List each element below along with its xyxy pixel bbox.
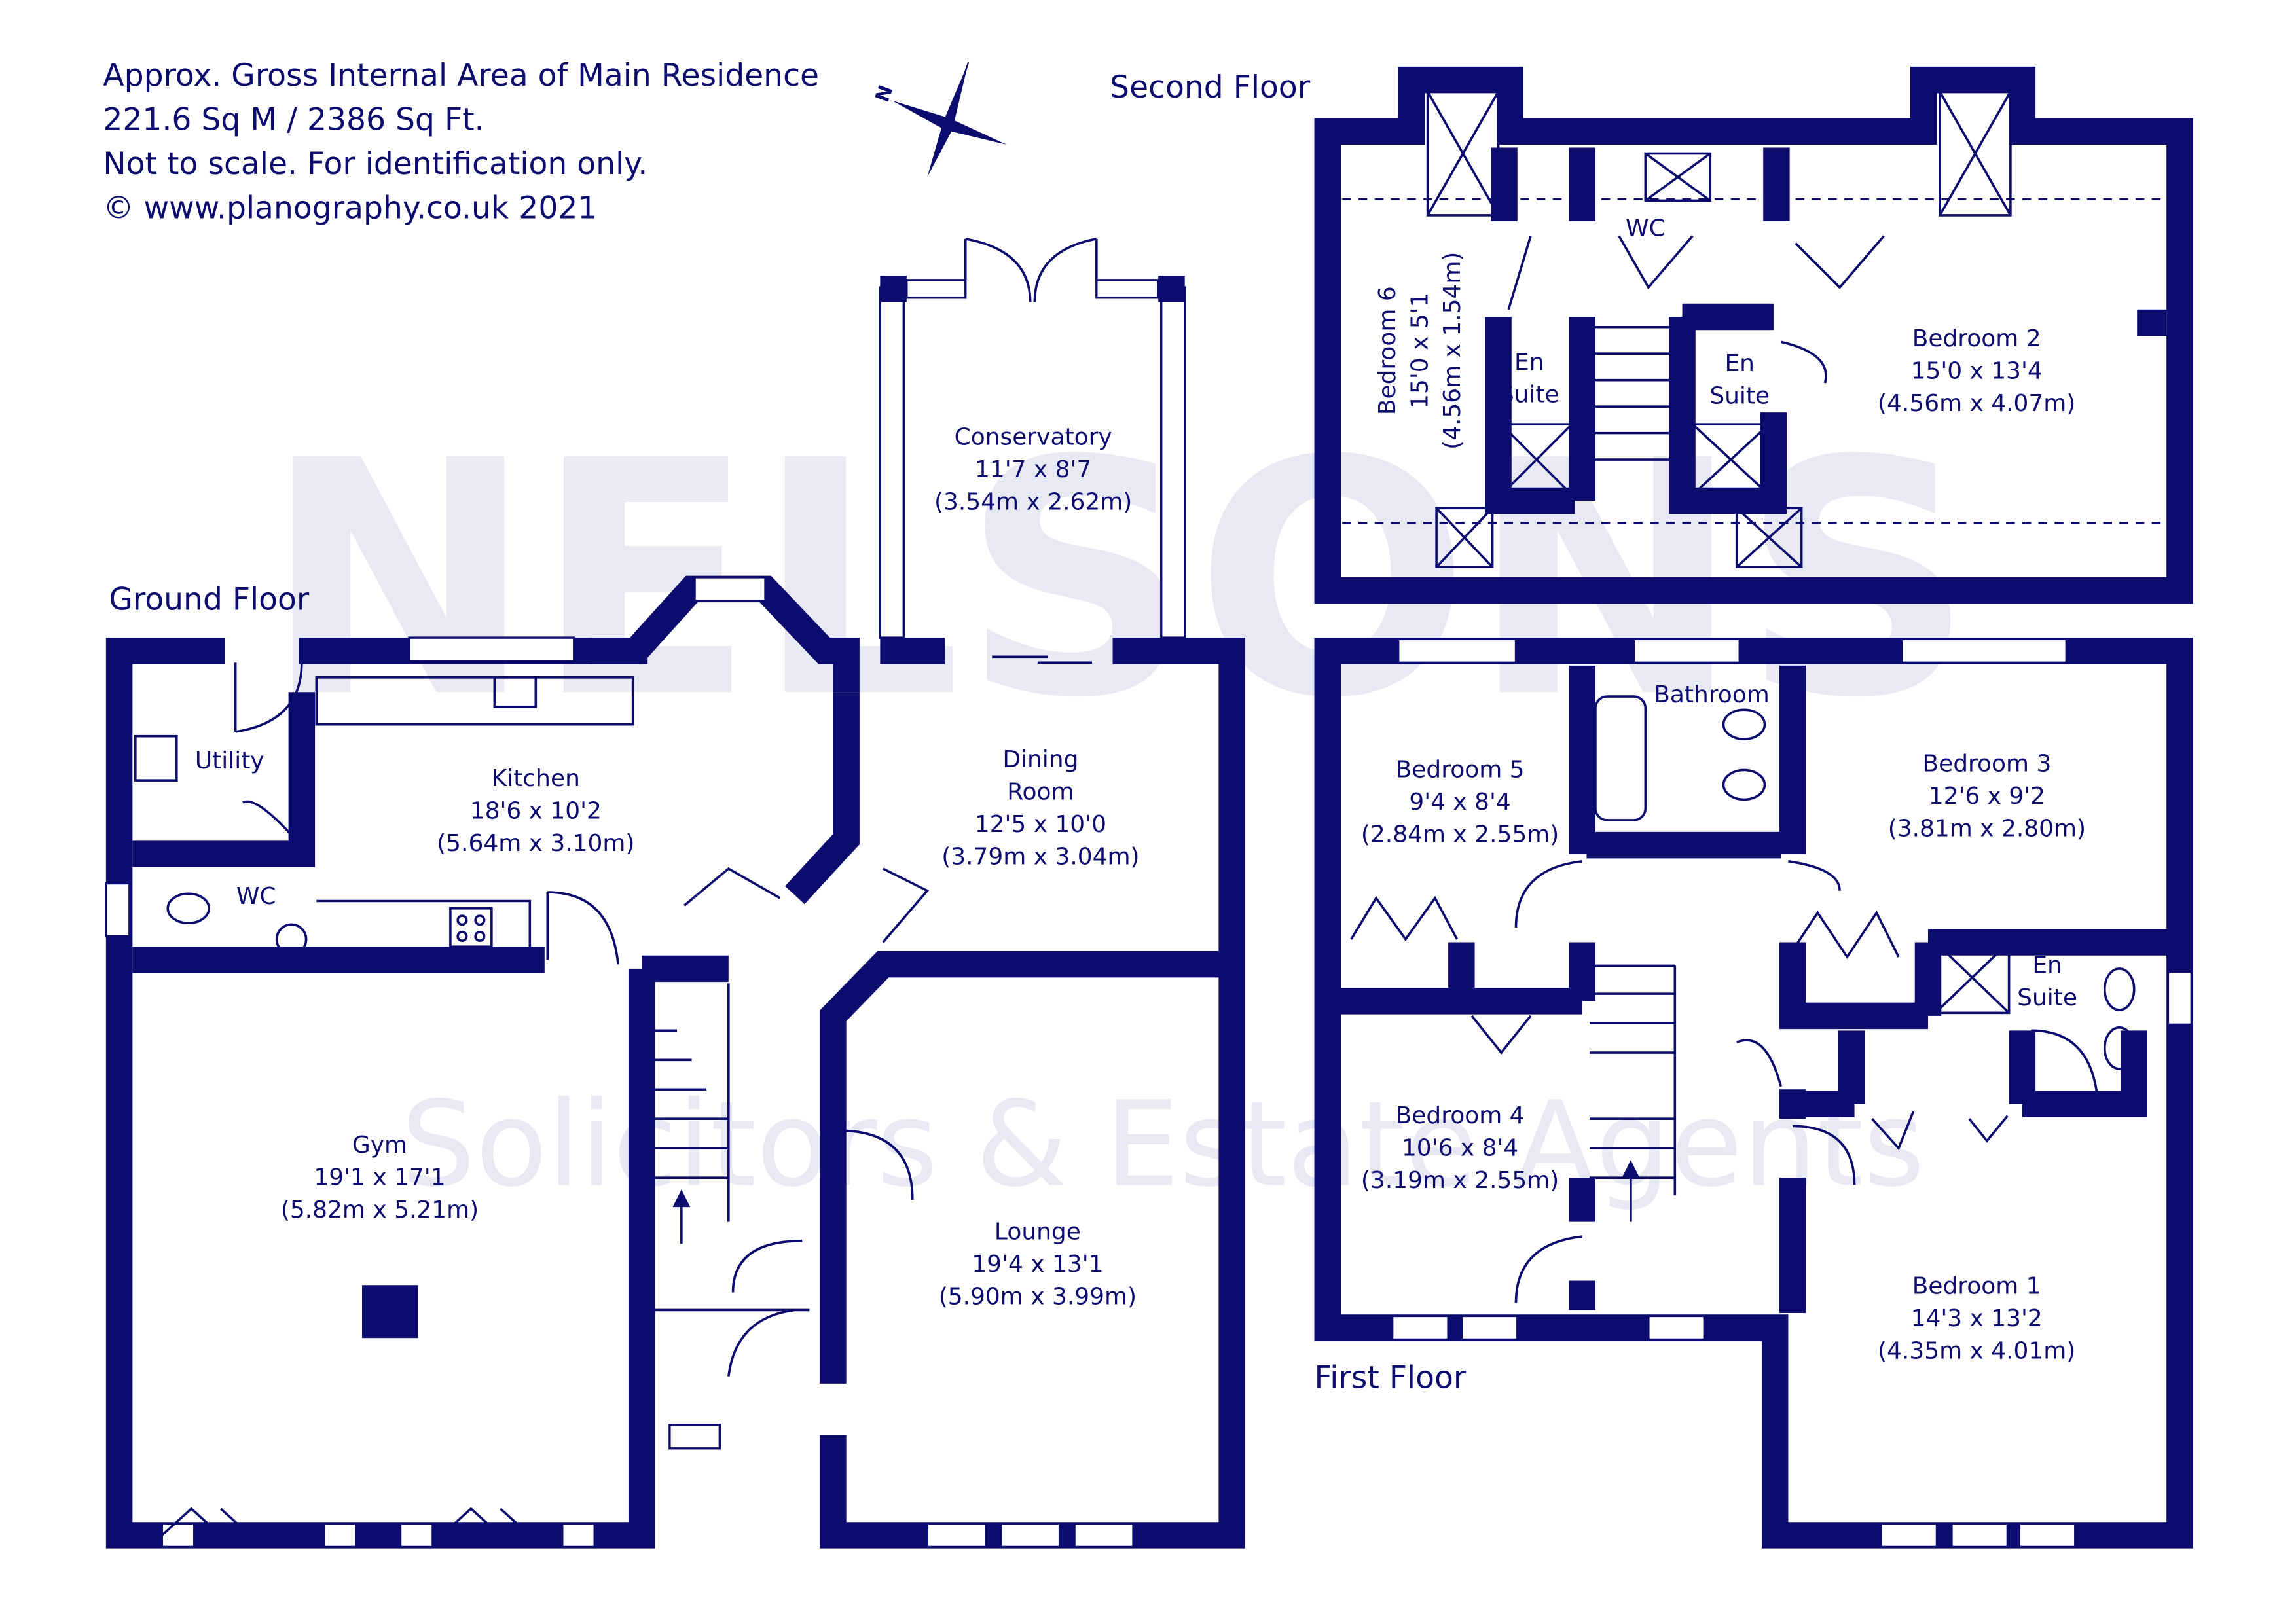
bedroom2-metric: (4.56m x 4.07m): [1878, 390, 2075, 417]
second-stairs: [1586, 324, 1673, 472]
bedroom6-label: Bedroom 6: [1374, 286, 1401, 415]
conservatory-window-left: [879, 286, 905, 639]
dining-label-2: Room: [1007, 778, 1074, 805]
bedroom3-imperial: 12'6 x 9'2: [1929, 783, 2045, 810]
utility-label: Utility: [195, 748, 264, 774]
dining-imperial: 12'5 x 10'0: [975, 811, 1106, 838]
info-line-3: Not to scale. For identification only.: [103, 146, 647, 182]
bath-icon: [1594, 695, 1647, 821]
basin-icon: [275, 923, 308, 956]
info-line-2: 221.6 Sq M / 2386 Sq Ft.: [103, 102, 484, 138]
toilet-icon: [166, 892, 211, 925]
bedroom1-metric: (4.35m x 4.01m): [1878, 1338, 2075, 1365]
info-line-1: Approx. Gross Internal Area of Main Resi…: [103, 58, 819, 94]
gym-metric: (5.82m x 5.21m): [281, 1197, 479, 1223]
first-floor-title: First Floor: [1315, 1360, 1467, 1396]
bedroom5-label: Bedroom 5: [1396, 757, 1525, 784]
bedroom1-label: Bedroom 1: [1912, 1273, 2041, 1300]
info-line-4: © www.planography.co.uk 2021: [103, 190, 597, 226]
bathroom-label: Bathroom: [1654, 681, 1770, 708]
bedroom-doors: [1514, 860, 2099, 1303]
conservatory-window-right: [1160, 286, 1186, 639]
dining-metric: (3.79m x 3.04m): [941, 843, 1139, 870]
gym-column: [362, 1285, 418, 1339]
second-floor-title: Second Floor: [1110, 69, 1311, 105]
bedroom4-label: Bedroom 4: [1396, 1102, 1525, 1129]
ground-wc-label: WC: [236, 883, 276, 910]
kitchen-imperial: 18'6 x 10'2: [470, 798, 602, 825]
bay-window: [693, 576, 767, 602]
lounge-imperial: 19'4 x 13'1: [972, 1251, 1103, 1278]
ensuite-c-label-2: Suite: [2017, 984, 2077, 1011]
front-doors: [727, 1240, 803, 1377]
hob-icon: [449, 907, 493, 948]
compass-icon: N: [871, 62, 1007, 177]
kitchen-window: [408, 636, 575, 662]
kitchen-door: [546, 891, 619, 965]
kitchen-worktop-bottom: [316, 899, 532, 951]
conservatory-metric: (3.54m x 2.62m): [934, 489, 1132, 516]
bedroom3-label: Bedroom 3: [1922, 751, 2051, 778]
gym-bifold-doors: [161, 1507, 531, 1536]
ground-floor-title: Ground Floor: [109, 581, 310, 617]
ensuite-b-label-1: En: [1724, 350, 1755, 377]
compass-north-label: N: [871, 82, 897, 105]
ensuite-a-label-2: Suite: [1499, 381, 1559, 408]
wardrobe-doors: [1350, 895, 2009, 1151]
ensuite-a-label-1: En: [1514, 349, 1544, 376]
conservatory-imperial: 11'7 x 8'7: [975, 456, 1091, 483]
ground-floor-plan: Conservatory 11'7 x 8'7 (3.54m x 2.62m) …: [105, 238, 1245, 1549]
bedroom4-imperial: 10'6 x 8'4: [1402, 1134, 1518, 1161]
bedroom6-metric: (4.56m x 1.54m): [1439, 252, 1466, 450]
conservatory-label: Conservatory: [955, 424, 1112, 451]
utility-door: [234, 662, 303, 733]
first-floor-plan: Bedroom 5 9'4 x 8'4 (2.84m x 2.55m) Bath…: [1314, 638, 2193, 1549]
bedroom2-imperial: 15'0 x 13'4: [1911, 357, 2043, 384]
area-info: Approx. Gross Internal Area of Main Resi…: [103, 58, 819, 226]
kitchen-metric: (5.64m x 3.10m): [437, 830, 634, 857]
gym-label: Gym: [352, 1132, 407, 1159]
hall-doors: [683, 867, 930, 943]
bedroom4-metric: (3.19m x 2.55m): [1361, 1167, 1559, 1194]
ensuite-b-label-2: Suite: [1709, 383, 1770, 410]
dining-label-1: Dining: [1002, 746, 1078, 773]
utility-sink-icon: [134, 734, 178, 782]
bedroom2-label: Bedroom 2: [1912, 325, 2041, 352]
second-wc-label: WC: [1626, 215, 1666, 242]
first-stairs: [1589, 964, 1677, 1222]
bedroom1-imperial: 14'3 x 13'2: [1911, 1305, 2043, 1332]
kitchen-label: Kitchen: [492, 765, 580, 792]
bedroom5-imperial: 9'4 x 8'4: [1409, 789, 1510, 816]
bedroom6-imperial: 15'0 x 5'1: [1407, 293, 1434, 409]
bedroom5-metric: (2.84m x 2.55m): [1361, 821, 1559, 848]
second-floor-plan: Bedroom 6 15'0 x 5'1 (4.56m x 1.54m) WC …: [1314, 66, 2193, 604]
bedroom3-metric: (3.81m x 2.80m): [1888, 816, 2086, 842]
lounge-metric: (5.90m x 3.99m): [939, 1283, 1137, 1310]
gym-imperial: 19'1 x 17'1: [314, 1164, 445, 1191]
sliding-door: [992, 655, 1093, 664]
lounge-door: [839, 1129, 914, 1200]
lounge-label: Lounge: [994, 1219, 1081, 1246]
conservatory-french-doors: [964, 238, 1098, 302]
ensuite-c-label-1: En: [2032, 952, 2062, 979]
ground-stairs: [642, 983, 810, 1312]
sink-icon: [493, 676, 538, 708]
